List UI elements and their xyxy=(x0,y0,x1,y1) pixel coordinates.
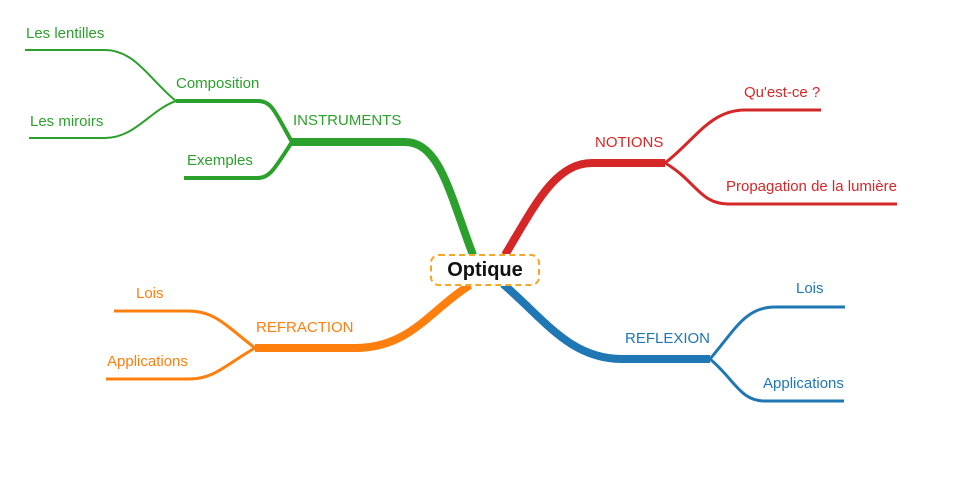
connector-instruments-exemples xyxy=(184,140,294,180)
connector-composition-lentilles xyxy=(25,49,177,102)
connector-reflexion-lois xyxy=(708,305,845,360)
branch-label-refraction[interactable]: REFRACTION xyxy=(256,319,354,336)
branch-label-instruments[interactable]: INSTRUMENTS xyxy=(293,112,402,129)
connector-root-instruments xyxy=(292,138,477,257)
branch-label-reflexion[interactable]: REFLEXION xyxy=(625,330,711,347)
connector-composition-miroirs xyxy=(29,100,177,139)
node-label-reflexion-lois[interactable]: Lois xyxy=(796,280,824,297)
connector-root-reflexion xyxy=(500,280,710,363)
connector-refraction-lois xyxy=(114,309,256,350)
connector-notions-propagation xyxy=(664,161,897,206)
connector-reflexion-applications xyxy=(709,357,844,403)
node-label-quest-ce[interactable]: Qu'est-ce ? xyxy=(744,84,821,101)
connector-refraction-applications xyxy=(106,346,256,381)
node-label-les-miroirs[interactable]: Les miroirs xyxy=(30,113,104,130)
branch-label-notions[interactable]: NOTIONS xyxy=(595,134,664,151)
connector-root-notions xyxy=(501,159,665,258)
node-label-exemples[interactable]: Exemples xyxy=(187,152,253,169)
node-label-composition[interactable]: Composition xyxy=(176,75,260,92)
node-label-reflexion-applications[interactable]: Applications xyxy=(763,375,844,392)
connector-root-refraction xyxy=(255,281,473,352)
root-node[interactable]: Optique xyxy=(430,254,540,286)
connector-notions-questce xyxy=(664,108,821,165)
node-label-refraction-lois[interactable]: Lois xyxy=(136,285,164,302)
node-label-propagation[interactable]: Propagation de la lumière xyxy=(726,178,897,195)
connector-instruments-composition xyxy=(176,99,294,143)
node-label-les-lentilles[interactable]: Les lentilles xyxy=(26,25,105,42)
root-label: Optique xyxy=(447,258,523,281)
node-label-refraction-applications[interactable]: Applications xyxy=(107,353,188,370)
